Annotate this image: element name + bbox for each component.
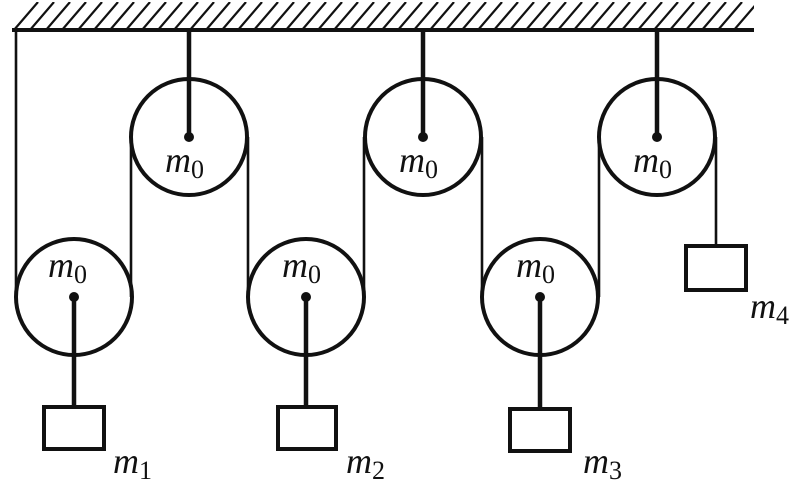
mass-label: m2 (346, 441, 385, 485)
mass-block-4: m4 (684, 244, 789, 330)
ceiling-support (12, 2, 754, 32)
pulley-label: m0 (399, 140, 438, 184)
mass-block-1: m1 (42, 405, 152, 485)
mass-box (42, 405, 106, 451)
pulley-wheel (363, 77, 483, 197)
mass-block-2: m2 (276, 405, 385, 485)
mass-label: m1 (113, 441, 152, 485)
mass-block-3: m3 (508, 407, 622, 485)
pulley-label: m0 (165, 140, 204, 184)
mass-box (276, 405, 338, 451)
pulley-wheel (597, 77, 717, 197)
movable-pulley-1: m0 (14, 237, 134, 357)
fixed-pulley-1: m0 (129, 77, 249, 197)
pulley-label: m0 (633, 140, 672, 184)
fixed-pulley-3: m0 (597, 77, 717, 197)
pulley-label: m0 (282, 245, 321, 289)
pulley-center (184, 132, 194, 142)
pulley-label: m0 (516, 245, 555, 289)
fixed-pulley-axles (186, 30, 660, 137)
mass-label: m3 (583, 441, 622, 485)
mass-box (684, 244, 748, 292)
ceiling-hatching (14, 2, 754, 30)
fixed-pulley-2: m0 (363, 77, 483, 197)
mass-label: m4 (750, 286, 789, 330)
mass-box (508, 407, 572, 453)
rope (14, 30, 718, 297)
pulley-label: m0 (48, 245, 87, 289)
pulley-center (418, 132, 428, 142)
pulley-wheel (129, 77, 249, 197)
mass-hangers (71, 297, 543, 409)
pulley-center (652, 132, 662, 142)
